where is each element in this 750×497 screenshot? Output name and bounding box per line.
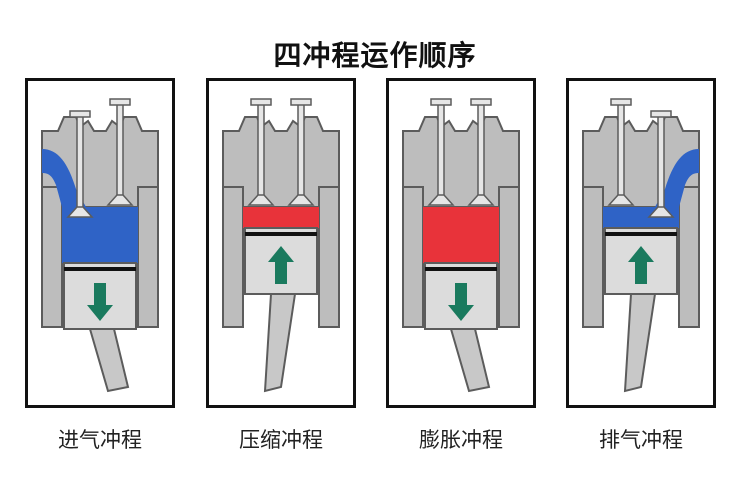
piston-arrow-down-icon: [87, 283, 113, 321]
connecting-rod: [263, 293, 297, 393]
exhaust-valve: [467, 98, 495, 206]
cylinder-wall-right: [498, 186, 520, 328]
valve-cap: [430, 98, 452, 106]
valve-stem: [617, 100, 625, 198]
exhaust-valve: [647, 110, 675, 218]
valve-stem: [76, 112, 84, 210]
valve-head: [106, 194, 134, 206]
valve-cap: [69, 110, 91, 118]
stroke-label-intake: 进气冲程: [58, 428, 142, 452]
piston-arrow-down-icon: [448, 283, 474, 321]
cylinder-wall-left: [582, 186, 604, 328]
valve-cap: [109, 98, 131, 106]
piston-arrow-up-icon: [628, 246, 654, 284]
valve-cap: [250, 98, 272, 106]
cylinder-wall-right: [137, 186, 159, 328]
valve-head: [427, 194, 455, 206]
combustion-chamber-charge: [423, 207, 499, 263]
stroke-panel-expansion: [386, 78, 536, 408]
stroke-panel-exhaust: [566, 78, 716, 408]
valve-head: [287, 194, 315, 206]
valve-stem: [477, 100, 485, 198]
cylinder-wall-left: [222, 186, 244, 328]
valve-stem: [437, 100, 445, 198]
exhaust-port-flow: [655, 149, 699, 207]
cylinder-wall-left: [41, 186, 63, 328]
valve-head: [647, 206, 675, 218]
diagram-title: 四冲程运作顺序: [273, 39, 477, 72]
valve-cap: [290, 98, 312, 106]
intake-valve: [427, 98, 455, 206]
piston-arrow-up-icon: [268, 246, 294, 284]
cylinder-wall-right: [318, 186, 340, 328]
valve-head: [607, 194, 635, 206]
connecting-rod: [88, 328, 130, 393]
valve-head: [467, 194, 495, 206]
engine-cylinder-diagram: [582, 98, 700, 393]
valve-stem: [657, 112, 665, 210]
engine-cylinder-diagram: [402, 98, 520, 393]
stroke-panel-compression: [206, 78, 356, 408]
intake-port-flow: [42, 149, 86, 207]
valve-cap: [650, 110, 672, 118]
connecting-rod: [449, 328, 491, 393]
piston-ring: [245, 232, 317, 236]
valve-stem: [116, 100, 124, 198]
valve-stem: [297, 100, 305, 198]
stroke-label-exhaust: 排气冲程: [599, 428, 683, 452]
piston-ring: [425, 267, 497, 271]
cylinder-wall-right: [678, 186, 700, 328]
valve-head: [247, 194, 275, 206]
engine-cylinder-diagram: [222, 98, 340, 393]
piston-ring: [605, 232, 677, 236]
valve-head: [66, 206, 94, 218]
cylinder-wall-left: [402, 186, 424, 328]
connecting-rod: [623, 293, 657, 393]
valve-stem: [257, 100, 265, 198]
engine-cylinder-diagram: [41, 98, 159, 393]
stroke-panel-intake: [25, 78, 175, 408]
intake-valve: [66, 110, 94, 218]
stroke-label-compression: 压缩冲程: [239, 428, 323, 452]
stroke-label-expansion: 膨胀冲程: [419, 428, 503, 452]
valve-cap: [470, 98, 492, 106]
piston-ring: [64, 267, 136, 271]
exhaust-valve: [106, 98, 134, 206]
intake-valve: [247, 98, 275, 206]
valve-cap: [610, 98, 632, 106]
intake-valve: [607, 98, 635, 206]
exhaust-valve: [287, 98, 315, 206]
combustion-chamber-charge: [243, 207, 319, 228]
